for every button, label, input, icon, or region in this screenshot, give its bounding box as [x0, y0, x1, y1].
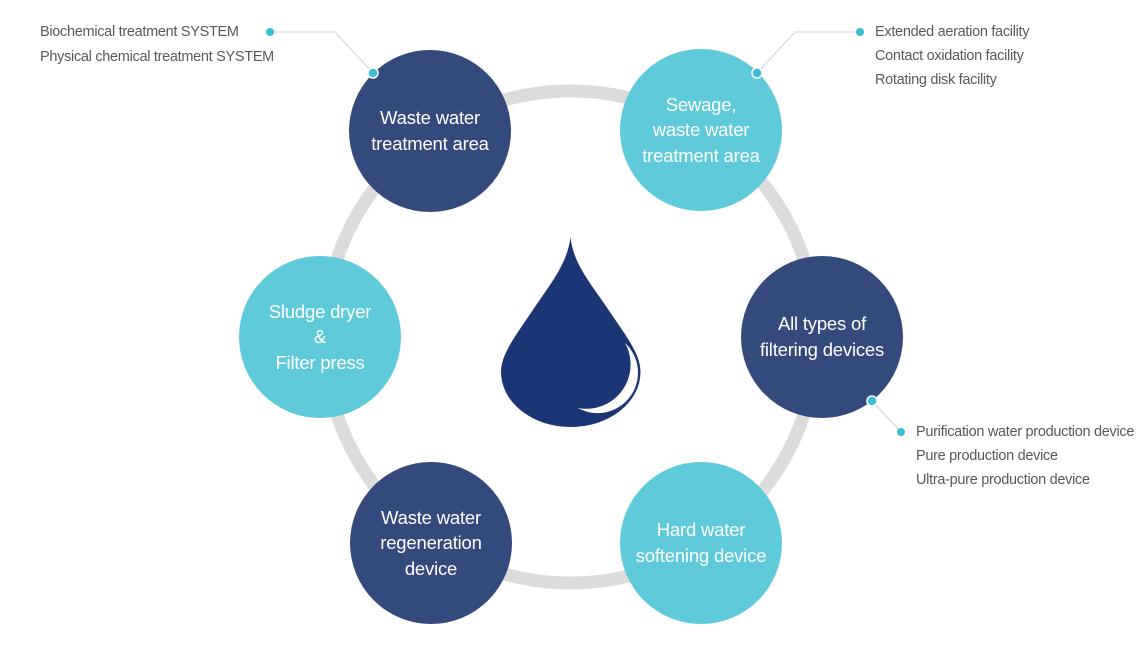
callout-item: Purification water production device: [916, 424, 1135, 440]
callout-dot-top-right: [856, 28, 864, 36]
node-hard-water-softening-device: Hard water softening device: [620, 462, 782, 624]
water-drop-body: [501, 237, 641, 427]
node-label: All types of filtering devices: [759, 313, 885, 360]
callout-item: Ultra-pure production device: [916, 472, 1090, 488]
node-label: Sludge dryer & Filter press: [268, 300, 372, 373]
highlight-outer: [557, 332, 638, 414]
node-sewage-waste-water-treatment-area: Sewage, waste water treatment area: [620, 49, 782, 211]
callout-item: Contact oxidation facility: [875, 48, 1024, 64]
highlight-mask: [542, 320, 631, 409]
node-label: Hard water softening device: [635, 519, 767, 566]
node-label: Sewage, waste water treatment area: [642, 93, 760, 166]
water-drop-icon: [501, 237, 641, 427]
node-label: Waste water regeneration device: [380, 506, 482, 579]
callout-item: Biochemical treatment SYSTEM: [40, 24, 239, 40]
callout-right: Purification water production device Pur…: [916, 420, 1134, 492]
node-all-types-of-filtering-devices: All types of filtering devices: [741, 256, 903, 418]
node-sludge-dryer-filter-press: Sludge dryer & Filter press: [239, 256, 401, 418]
callout-line-top-right: [756, 31, 860, 74]
callout-item: Pure production device: [916, 448, 1058, 464]
node-waste-water-treatment-area: Waste water treatment area: [349, 50, 511, 212]
water-drop-highlight: [542, 320, 638, 414]
callout-top-left: Biochemical treatment SYSTEM Physical ch…: [40, 20, 274, 70]
callout-top-right: Extended aeration facility Contact oxida…: [875, 20, 1030, 92]
node-waste-water-regeneration-device: Waste water regeneration device: [350, 462, 512, 624]
callout-line-top-left: [270, 31, 374, 74]
callout-line-right: [871, 400, 902, 433]
callout-item: Physical chemical treatment SYSTEM: [40, 49, 274, 65]
node-label: Waste water treatment area: [371, 107, 489, 154]
callout-item: Rotating disk facility: [875, 72, 997, 88]
callout-dot-right: [897, 428, 905, 436]
callout-item: Extended aeration facility: [875, 24, 1030, 40]
